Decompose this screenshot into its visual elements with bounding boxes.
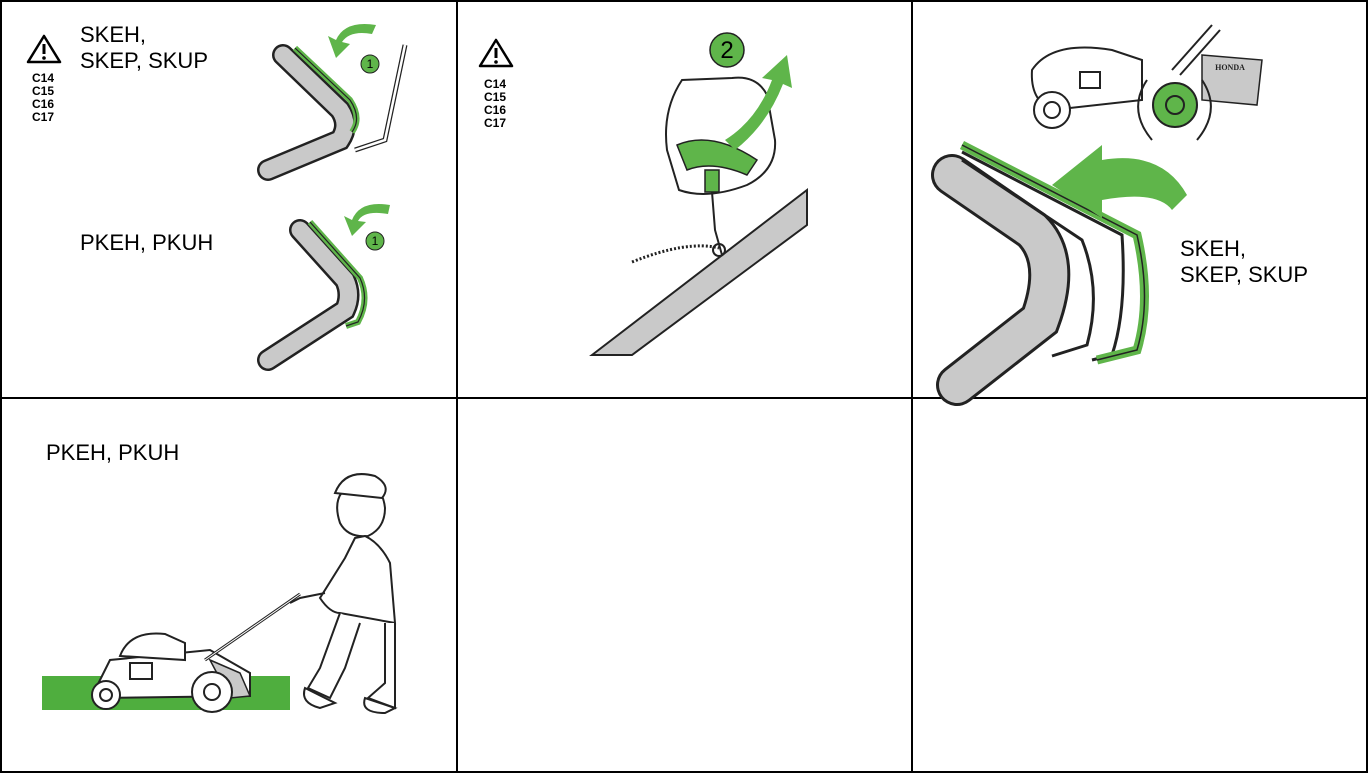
handle-folded-top — [257, 44, 408, 181]
warning-codes: C14 C15 C16 C17 — [484, 77, 507, 130]
step-number-badge-icon — [709, 32, 745, 68]
curved-arrow-icon — [725, 55, 792, 150]
warning-triangle-icon — [26, 34, 62, 64]
panel-2-drawing: 2 — [478, 32, 808, 356]
panel-4: PKEH, PKUH — [0, 398, 457, 773]
model-label: SKEH, SKEP, SKUP — [1180, 236, 1308, 287]
panel-1: 1 1 C14 C15 C16 C17 SKEH, SKEP, SKUP PKE… — [0, 0, 457, 398]
handle-folded-bottom — [257, 219, 368, 371]
curved-arrow-icon — [328, 24, 376, 58]
panel-5-empty — [457, 398, 912, 773]
handle-bar — [589, 187, 808, 356]
svg-text:1: 1 — [367, 57, 374, 71]
svg-text:1: 1 — [372, 234, 379, 248]
curved-arrow-icon — [1052, 145, 1187, 218]
warning-triangle-icon — [478, 38, 514, 68]
warning-codes: C14 C15 C16 C17 — [32, 71, 55, 124]
model-label: PKEH, PKUH — [46, 440, 180, 465]
brand-logo: HONDA — [1215, 63, 1245, 72]
mower-illustration: HONDA — [1030, 24, 1263, 141]
panel-6-empty — [912, 398, 1369, 773]
person-walking — [289, 473, 398, 715]
hand — [665, 76, 777, 195]
model-label-top: SKEH, SKEP, SKUP — [80, 22, 208, 73]
curved-arrow-icon — [344, 204, 390, 236]
step-number-badge-icon — [365, 231, 385, 251]
panel-1-drawing: 1 1 — [26, 24, 408, 371]
panel-2: 2 C14 C15 C16 C17 — [457, 0, 912, 398]
panel-4-drawing — [42, 473, 398, 715]
model-label-bottom: PKEH, PKUH — [80, 230, 214, 255]
panel-3: HONDA SKEH, SKEP, SKUP — [912, 0, 1369, 406]
step-number-badge-icon — [360, 54, 380, 74]
mower-illustration — [91, 592, 301, 713]
panel-3-drawing: HONDA — [931, 24, 1263, 406]
svg-text:2: 2 — [720, 37, 733, 64]
handle-folded-large — [931, 140, 1149, 406]
